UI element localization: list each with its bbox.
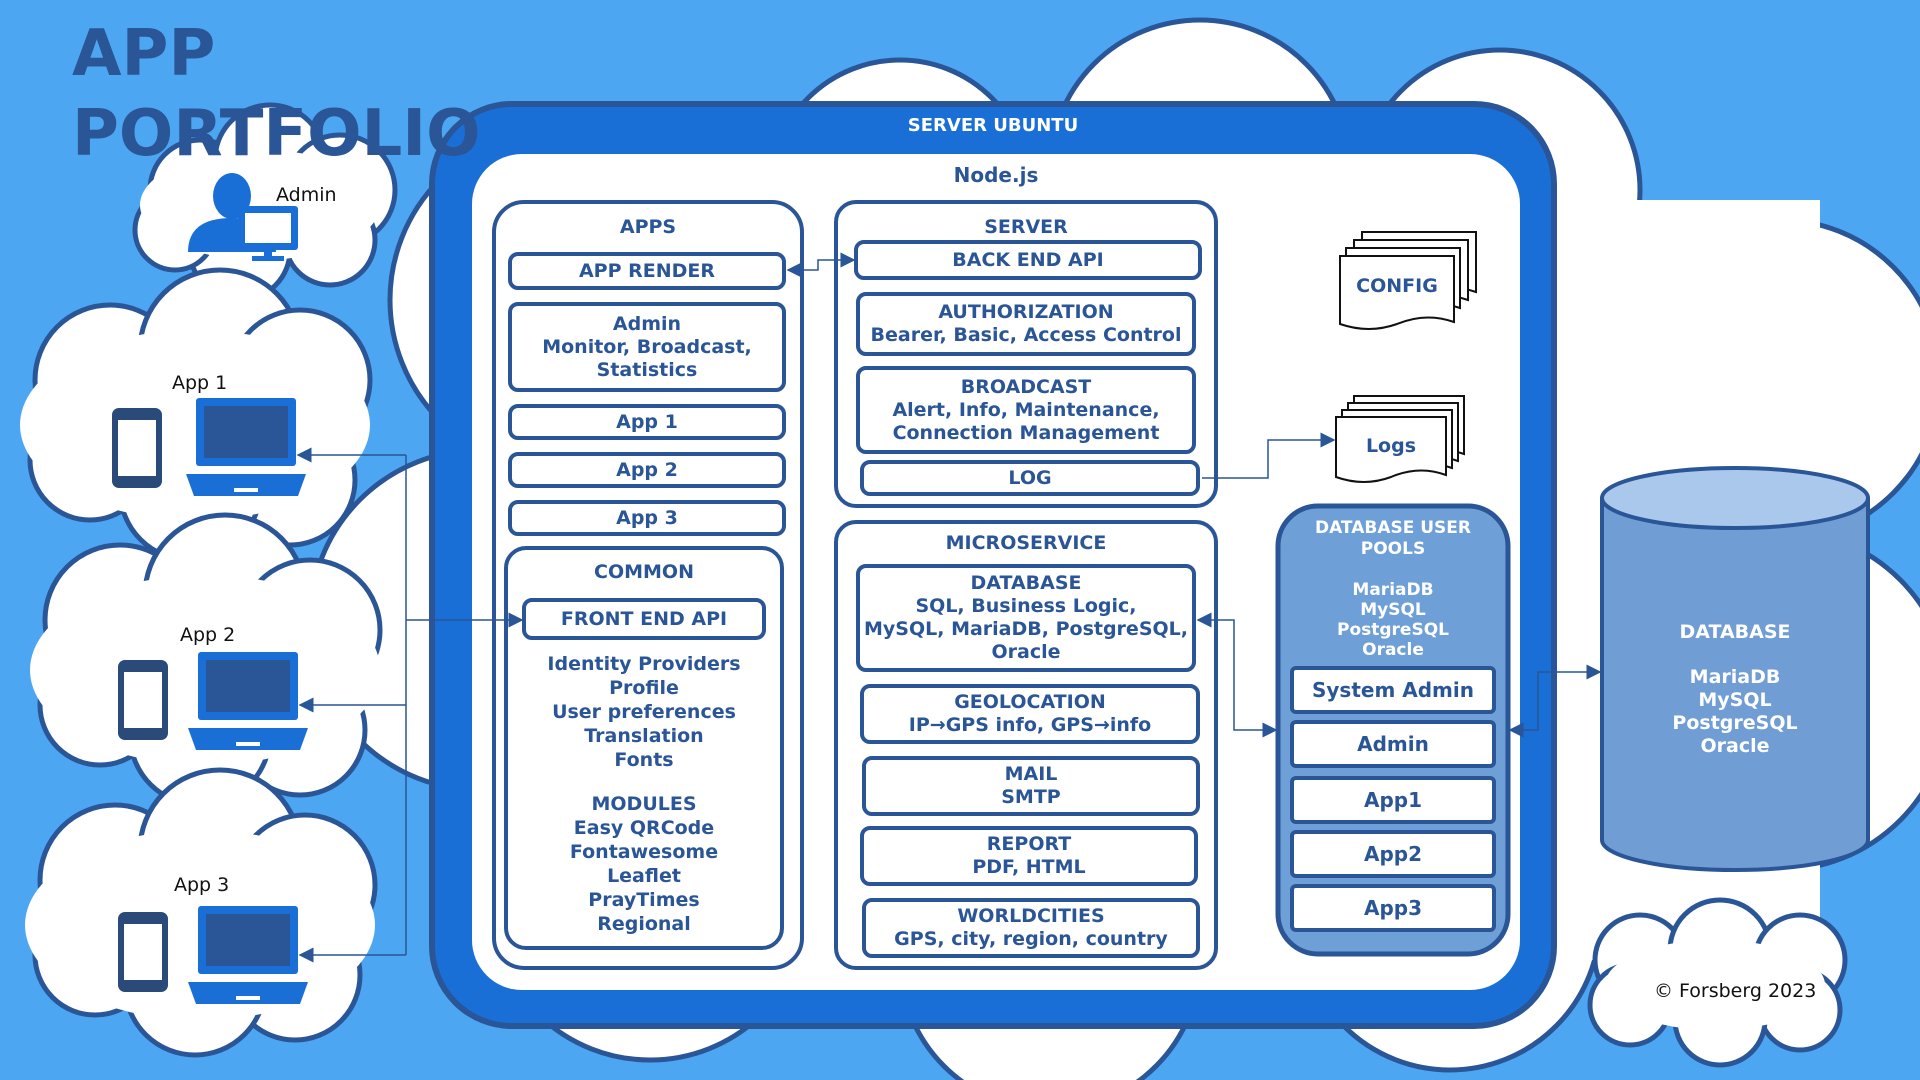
log-box: LOG (860, 460, 1200, 496)
worldcities-box: WORLDCITIES GPS, city, region, country (862, 898, 1200, 958)
logs-label: Logs (1365, 435, 1417, 457)
app1-phone-icon (112, 408, 162, 488)
geolocation-box: GEOLOCATION IP→GPS info, GPS→info (860, 684, 1200, 744)
app-render-box: APP RENDER (508, 252, 786, 290)
front-end-api-box: FRONT END API (522, 598, 766, 640)
apps-panel-title: APPS (619, 216, 677, 238)
database-service-box: DATABASE SQL, Business Logic, MySQL, Mar… (856, 564, 1196, 672)
server-panel-title: SERVER (984, 216, 1068, 238)
app2-box: App 2 (508, 452, 786, 488)
logs-document-icon (1335, 395, 1465, 483)
pool-system-admin: System Admin (1290, 666, 1496, 714)
page-title: APP PORTFOLIO (72, 17, 481, 171)
config-document-icon (1339, 231, 1477, 330)
authorization-box: AUTHORIZATION Bearer, Basic, Access Cont… (856, 292, 1196, 356)
broadcast-box: BROADCAST Alert, Info, Maintenance, Conn… (856, 366, 1196, 454)
mail-box: MAIL SMTP (862, 756, 1200, 816)
admin-client-label: Admin (276, 184, 337, 206)
pool-app2: App2 (1290, 830, 1496, 878)
common-panel-title: COMMON (594, 561, 694, 583)
app1-box: App 1 (508, 404, 786, 440)
admin-app-box: Admin Monitor, Broadcast, Statistics (508, 302, 786, 392)
app2-laptop-icon (188, 652, 308, 750)
app1-client-label: App 1 (172, 372, 228, 394)
db-pools-title: DATABASE USER POOLS (1314, 518, 1472, 559)
runtime-title: Node.js (953, 163, 1039, 187)
microservice-panel-title: MICROSERVICE (945, 532, 1107, 554)
connectors (296, 252, 1602, 963)
app2-client-label: App 2 (180, 624, 236, 646)
admin-monitor-icon (238, 206, 298, 261)
app3-phone-icon (118, 912, 168, 992)
server-title: SERVER UBUNTU (907, 115, 1079, 136)
common-panel-frame (504, 546, 784, 950)
app3-client-label: App 3 (174, 874, 230, 896)
pool-app3: App3 (1290, 884, 1496, 932)
pool-app1: App1 (1290, 776, 1496, 824)
database-title: DATABASE (1679, 621, 1791, 643)
app3-laptop-icon (188, 906, 308, 1004)
common-features: Identity Providers Profile User preferen… (547, 653, 741, 771)
database-cylinder (1600, 466, 1870, 872)
common-modules: MODULES Easy QRCode Fontawesome Leaflet … (569, 793, 719, 935)
app1-laptop-icon (186, 398, 306, 496)
database-engines: MariaDB MySQL PostgreSQL Oracle (1672, 666, 1798, 757)
db-pools-engines: MariaDB MySQL PostgreSQL Oracle (1337, 580, 1449, 660)
back-end-api-box: BACK END API (854, 240, 1202, 280)
config-label: CONFIG (1356, 275, 1438, 297)
report-box: REPORT PDF, HTML (860, 826, 1198, 886)
app3-box: App 3 (508, 500, 786, 536)
app2-phone-icon (118, 660, 168, 740)
copyright: © Forsberg 2023 (1654, 980, 1817, 1002)
pool-admin: Admin (1290, 720, 1496, 768)
